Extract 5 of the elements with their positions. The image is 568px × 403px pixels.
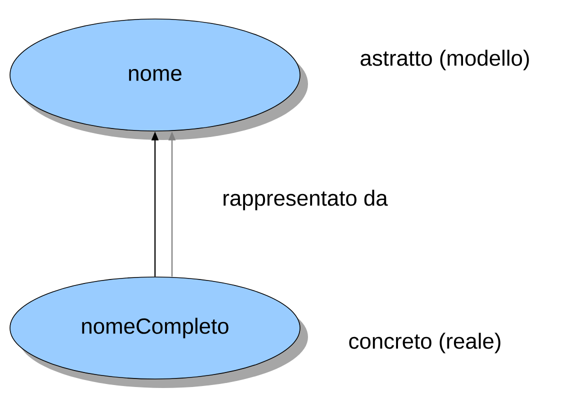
beside-label: astratto (modello): [360, 50, 529, 70]
edge-label: rappresentato da: [221, 188, 389, 212]
ellipse-node: nomeCompleto: [10, 276, 308, 388]
ellipse-node: nome: [10, 18, 308, 140]
beside-label: concreto (reale): [349, 332, 500, 354]
